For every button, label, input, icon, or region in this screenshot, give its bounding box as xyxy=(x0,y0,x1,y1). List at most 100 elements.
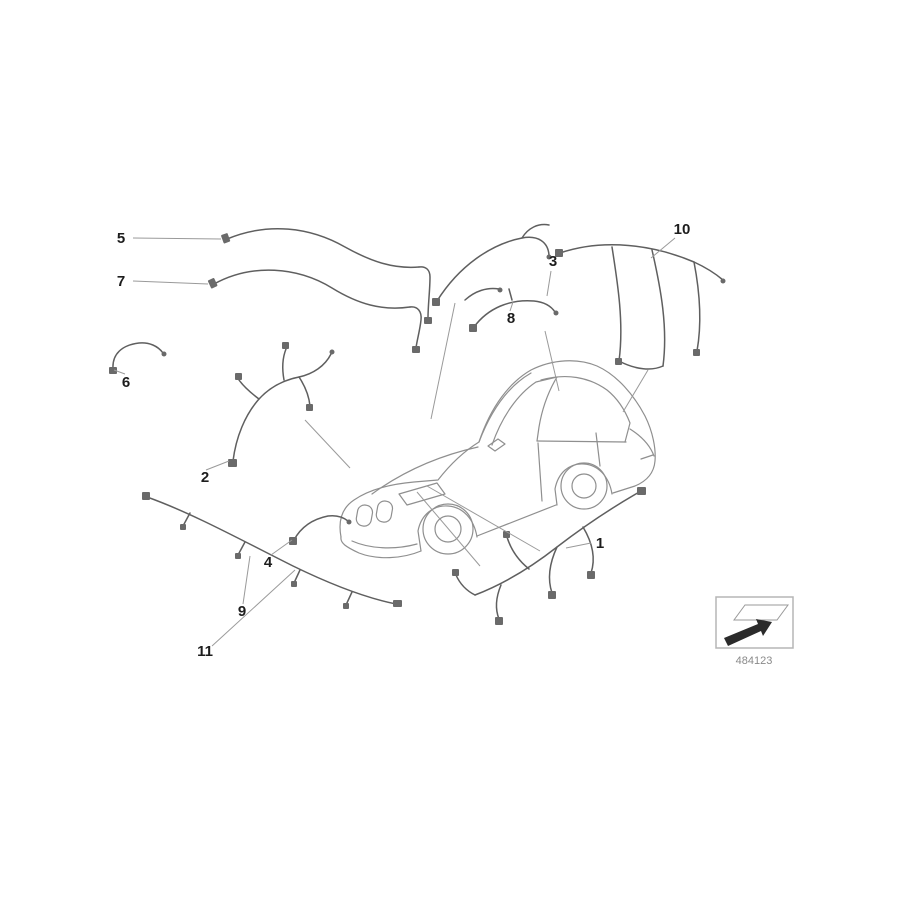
harness-part-6 xyxy=(109,342,167,374)
connector xyxy=(548,591,556,599)
car-front-wheel xyxy=(422,503,474,555)
car-headlight xyxy=(398,482,446,506)
connector xyxy=(452,569,459,576)
car-door-line-rear xyxy=(595,432,601,467)
car-front-bumper xyxy=(340,536,422,559)
connector xyxy=(495,617,503,625)
connector xyxy=(553,310,559,316)
pointer-harness10-to-car xyxy=(622,369,649,413)
connector xyxy=(289,537,297,545)
car-illustration xyxy=(339,360,656,559)
leader-callout-2 xyxy=(205,460,230,471)
callout-3: 3 xyxy=(549,253,557,270)
callout-9: 9 xyxy=(238,603,246,620)
connector xyxy=(161,351,167,357)
pointer-harness8-to-car xyxy=(544,330,560,392)
harness-part-4 xyxy=(289,515,352,545)
figure-number: 484123 xyxy=(736,655,773,667)
connector xyxy=(282,342,289,349)
car-mirror xyxy=(487,438,506,452)
leader-callout-3 xyxy=(546,270,552,297)
connector xyxy=(346,519,352,525)
connector xyxy=(412,346,420,353)
harness-part-3 xyxy=(432,223,552,306)
callouts: 5 7 6 2 4 9 11 3 10 8 1 xyxy=(117,221,691,660)
connector xyxy=(393,600,402,607)
leader-callout-6 xyxy=(113,369,126,375)
car-front-wheel-hub xyxy=(434,515,462,543)
connector xyxy=(306,404,313,411)
harness-part-1 xyxy=(452,487,646,625)
pointer-harness3-to-car xyxy=(430,302,456,420)
parallelogram-shape xyxy=(733,604,789,621)
connector xyxy=(329,349,335,355)
connector xyxy=(587,571,595,579)
car-trunk-line xyxy=(629,428,655,457)
connector xyxy=(720,278,726,284)
connector xyxy=(637,487,646,495)
callout-4: 4 xyxy=(264,554,273,571)
car-door-line-front xyxy=(537,442,543,502)
callout-10: 10 xyxy=(674,221,691,238)
car-body-outline xyxy=(339,360,656,538)
pointer-harness2-to-car xyxy=(304,419,351,469)
leader-lines xyxy=(113,237,676,647)
car-windshield xyxy=(491,376,558,446)
car-taillight xyxy=(640,454,654,460)
car-beltline xyxy=(536,440,627,443)
leader-callout-9 xyxy=(242,555,251,605)
callout-7: 7 xyxy=(117,273,125,290)
connector xyxy=(207,278,218,289)
car-rocker xyxy=(476,504,557,537)
connector xyxy=(109,367,117,374)
callout-11: 11 xyxy=(197,643,213,660)
pointer-car-to-harness1-b xyxy=(416,491,481,567)
connector xyxy=(235,553,241,559)
harness-part-10 xyxy=(555,244,726,370)
leader-callout-5 xyxy=(132,237,222,240)
connector xyxy=(180,524,186,530)
harness-part-2 xyxy=(228,342,335,467)
car-grille-left xyxy=(355,504,374,527)
connector xyxy=(235,373,242,380)
car-b-pillar xyxy=(536,376,558,442)
connector xyxy=(432,298,440,306)
harness-part-7 xyxy=(207,269,422,353)
connector xyxy=(343,603,349,609)
callout-2: 2 xyxy=(201,469,209,486)
car-side-glass xyxy=(540,375,631,443)
connector xyxy=(424,317,432,324)
connector xyxy=(228,459,237,467)
harness-part-5 xyxy=(221,227,432,324)
leader-callout-7 xyxy=(132,280,209,285)
leader-callout-10 xyxy=(650,237,676,259)
connector xyxy=(291,581,297,587)
connector xyxy=(546,254,552,260)
pointer-car-to-harness1-a xyxy=(426,485,541,552)
car-rear-wheel-hub xyxy=(571,473,597,499)
car-grille-right xyxy=(375,500,394,523)
car-rear-wheel-arch xyxy=(554,463,613,506)
leader-callout-8 xyxy=(509,301,514,312)
connector xyxy=(615,358,622,365)
figure-legend: 484123 xyxy=(715,596,794,667)
callout-1: 1 xyxy=(596,535,604,552)
callout-6: 6 xyxy=(122,374,130,391)
car-rear-wheel xyxy=(560,462,608,510)
leader-callout-11 xyxy=(211,569,296,647)
car-a-pillar xyxy=(478,372,532,443)
direction-arrow-icon xyxy=(724,619,772,646)
car-hood-crease xyxy=(371,446,479,495)
connector xyxy=(497,287,503,293)
harness-part-8 xyxy=(469,288,559,332)
callout-8: 8 xyxy=(507,310,515,327)
connector xyxy=(555,249,563,257)
leader-callout-1 xyxy=(565,542,592,549)
connector xyxy=(693,349,700,356)
harness-part-9-11 xyxy=(142,492,402,609)
connector xyxy=(142,492,150,500)
leader-callout-4 xyxy=(270,539,293,556)
connector xyxy=(221,233,231,244)
